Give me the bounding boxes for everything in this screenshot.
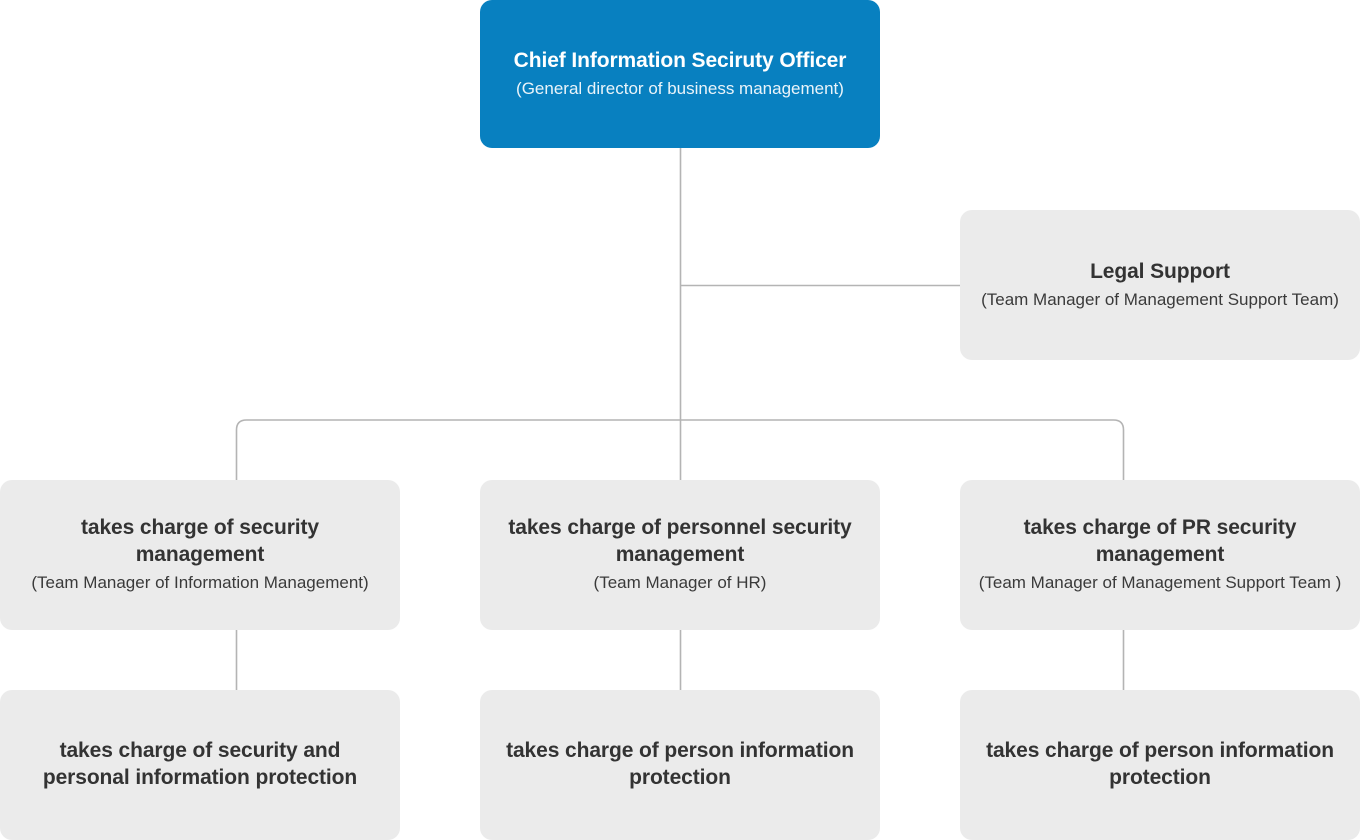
node-title: takes charge of security and personal in… (42, 739, 358, 789)
node-subtitle: (Team Manager of Information Management) (31, 573, 369, 593)
node-subtitle: (Team Manager of HR) (593, 573, 767, 593)
node-subtitle: (Team Manager of Management Support Team… (981, 289, 1339, 309)
node-person-information-protection-right[interactable]: takes charge of person information prote… (960, 690, 1360, 840)
node-personnel-security-management[interactable]: takes charge of personnel security manag… (480, 480, 880, 630)
node-subtitle: (Team Manager of Management Support Team… (978, 573, 1342, 593)
node-security-management[interactable]: takes charge of security management (Tea… (0, 480, 400, 630)
node-title: Chief Information Seciruty Officer (513, 48, 847, 72)
node-title: takes charge of PR security management (1023, 516, 1297, 567)
node-title: Legal Support (1090, 259, 1230, 283)
connector-row2-distribution (235, 419, 1125, 480)
node-chief-information-security-officer[interactable]: Chief Information Seciruty Officer (Gene… (480, 0, 880, 148)
node-subtitle: (General director of business management… (516, 78, 844, 98)
node-pr-security-management[interactable]: takes charge of PR security management (… (960, 480, 1360, 630)
node-title: takes charge of personnel security manag… (508, 516, 852, 567)
node-title: takes charge of security management (80, 516, 320, 567)
node-security-and-personal-information-protection[interactable]: takes charge of security and personal in… (0, 690, 400, 840)
node-person-information-protection-mid[interactable]: takes charge of person information prote… (480, 690, 880, 840)
node-title: takes charge of person information prote… (506, 739, 854, 789)
node-title: takes charge of person information prote… (986, 739, 1334, 789)
node-legal-support[interactable]: Legal Support (Team Manager of Managemen… (960, 210, 1360, 360)
